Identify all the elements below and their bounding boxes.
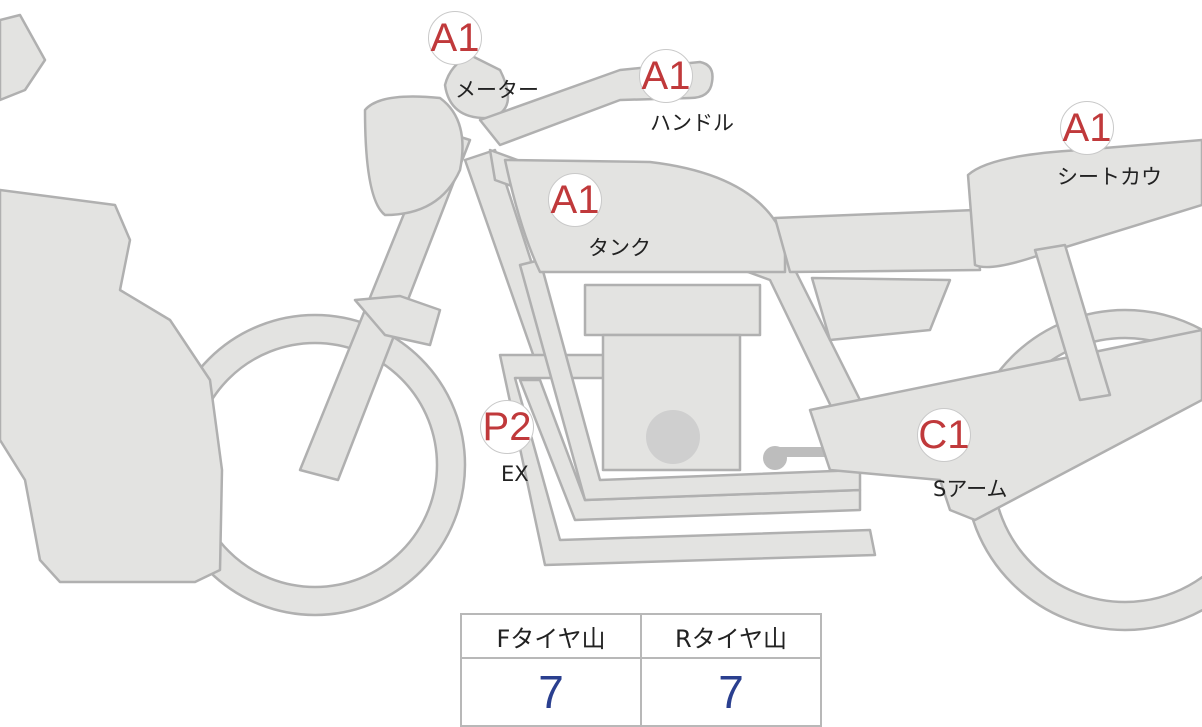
part-label-exhaust: EX	[501, 462, 529, 486]
engine-block	[601, 333, 742, 472]
rear-tyre-header: Rタイヤ山	[640, 613, 822, 659]
headlight	[363, 95, 464, 217]
front-tyre-value: 7	[460, 657, 642, 727]
seat	[773, 208, 982, 274]
rear-tyre-value: 7	[640, 657, 822, 727]
tyre-tread-table: Fタイヤ山 Rタイヤ山 7 7	[460, 613, 822, 727]
engine-head	[583, 283, 762, 337]
part-label-meter: メーター	[455, 78, 539, 102]
grade-badge-swing-arm: C1	[917, 408, 971, 462]
part-label-seat-cowl: シートカウ	[1057, 165, 1162, 189]
grade-badge-meter: A1	[428, 11, 482, 65]
part-label-handle: ハンドル	[650, 111, 734, 135]
grade-badge-seat-cowl: A1	[1060, 101, 1114, 155]
part-label-tank: タンク	[588, 236, 651, 260]
seat-cowl	[966, 138, 1202, 269]
front-tyre-header: Fタイヤ山	[460, 613, 642, 659]
grade-badge-tank: A1	[548, 173, 602, 227]
meter	[443, 53, 510, 120]
rider-cover	[0, 13, 47, 102]
part-label-swing-arm: Sアーム	[933, 477, 1008, 501]
grade-badge-exhaust: P2	[480, 400, 534, 454]
grade-badge-handle: A1	[639, 49, 693, 103]
